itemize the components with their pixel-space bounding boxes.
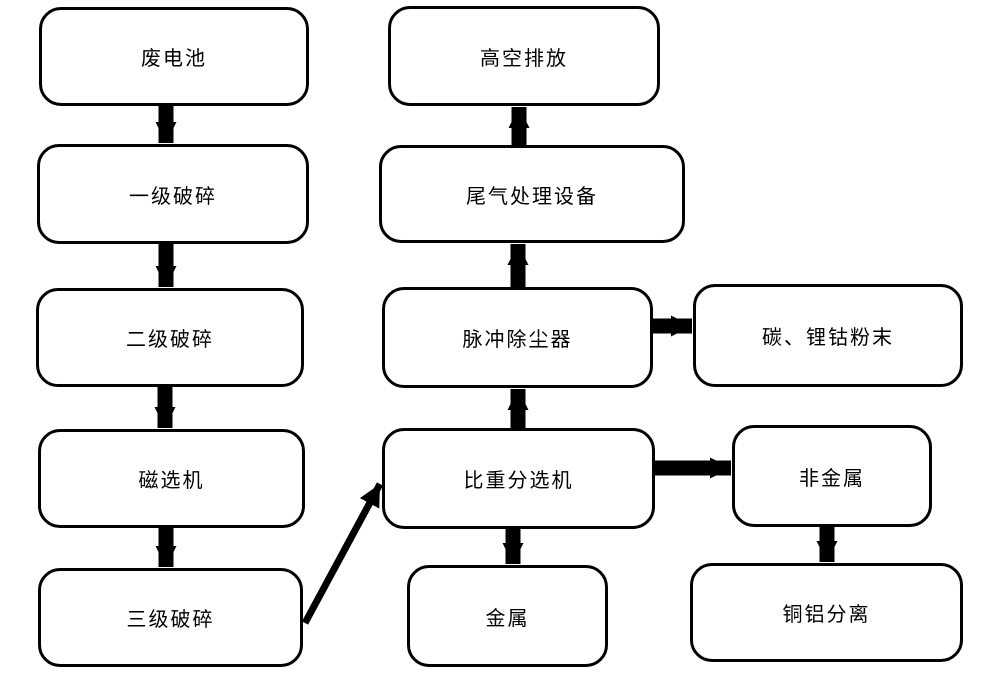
node-secondary-crushing: 二级破碎: [36, 288, 304, 387]
node-magnetic-separator-label: 磁选机: [138, 470, 205, 492]
node-magnetic-separator: 磁选机: [38, 429, 305, 528]
node-pulse-dust-collector-label: 脉冲除尘器: [462, 329, 573, 351]
node-tertiary-crushing: 三级破碎: [38, 568, 303, 667]
node-exhaust-gas-treatment-label: 尾气处理设备: [466, 185, 598, 208]
node-high-altitude-discharge-label: 高空排放: [480, 47, 568, 70]
node-copper-aluminum-separation-label: 铜铝分离: [782, 604, 871, 626]
node-non-metal: 非金属: [732, 425, 932, 527]
arrow-tertiary-crushing-to-gravity-separator: [301, 482, 384, 625]
node-gravity-separator: 比重分选机: [382, 428, 655, 529]
node-carbon-lithium-cobalt-powder: 碳、锂钴粉末: [693, 284, 963, 387]
node-metal-label: 金属: [485, 607, 530, 630]
node-copper-aluminum-separation: 铜铝分离: [690, 563, 963, 662]
node-carbon-lithium-cobalt-powder-label: 碳、锂钴粉末: [762, 327, 894, 349]
node-secondary-crushing-label: 二级破碎: [126, 329, 214, 351]
node-pulse-dust-collector: 脉冲除尘器: [382, 287, 653, 388]
node-exhaust-gas-treatment: 尾气处理设备: [379, 145, 685, 243]
node-waste-battery: 废电池: [39, 7, 309, 106]
node-primary-crushing: 一级破碎: [37, 144, 309, 244]
node-metal: 金属: [407, 565, 608, 667]
node-high-altitude-discharge: 高空排放: [388, 6, 660, 106]
node-primary-crushing-label: 一级破碎: [129, 185, 217, 208]
node-gravity-separator-label: 比重分选机: [463, 470, 574, 492]
node-non-metal-label: 非金属: [799, 467, 865, 490]
node-waste-battery-label: 废电池: [141, 48, 207, 70]
node-tertiary-crushing-label: 三级破碎: [126, 609, 215, 631]
